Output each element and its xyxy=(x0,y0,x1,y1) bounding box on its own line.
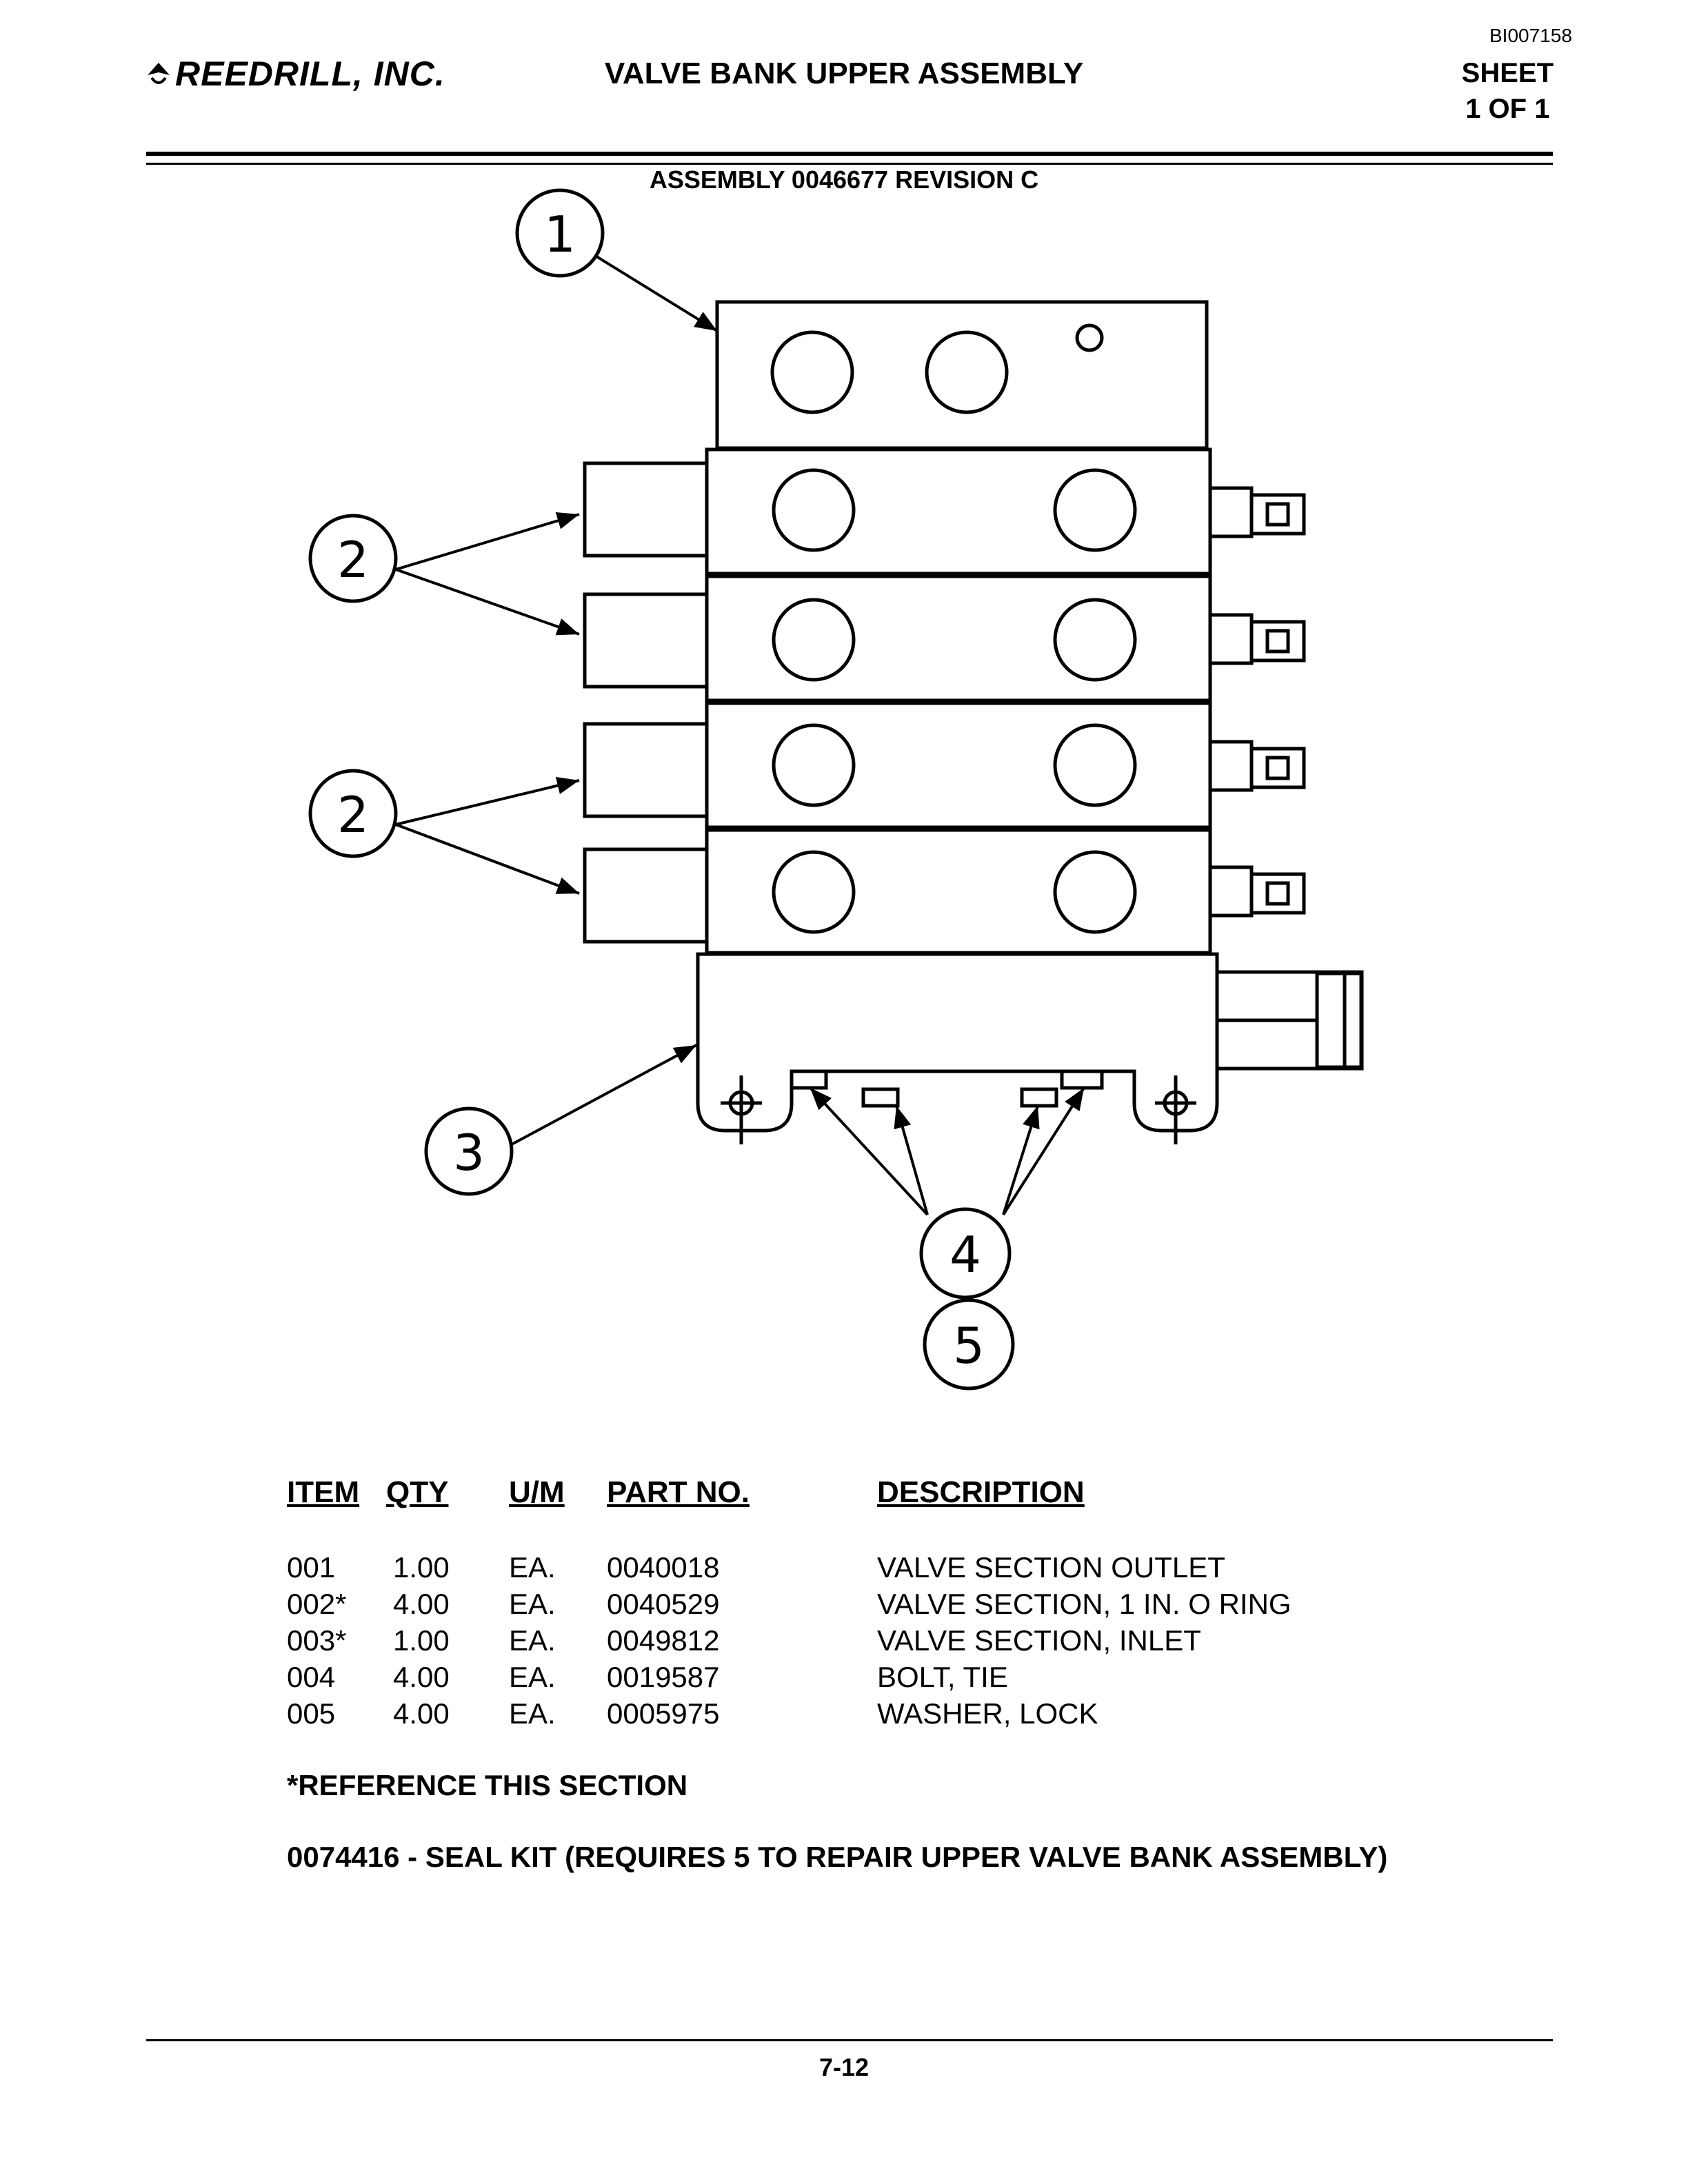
leader-2b-top xyxy=(395,777,580,826)
company-logo: REEDRILL, INC. xyxy=(145,54,445,94)
leader-1 xyxy=(595,255,719,332)
inlet-section xyxy=(696,952,1364,1144)
outlet-section xyxy=(715,300,1209,450)
cell-um: EA. xyxy=(509,1551,556,1584)
col-header-um: U/M xyxy=(509,1475,565,1509)
leader-4-c xyxy=(1002,1105,1040,1215)
callout-circle-2a xyxy=(308,514,398,603)
callout-circle-4 xyxy=(919,1207,1012,1300)
cell-part-no: 0005975 xyxy=(607,1697,720,1730)
cell-qty: 4.00 xyxy=(393,1697,450,1730)
callout-label-2a: 2 xyxy=(337,531,369,589)
header-rule-thick xyxy=(146,152,1553,156)
cell-item: 002* xyxy=(287,1588,347,1620)
callout-label-5: 5 xyxy=(953,1317,985,1375)
callout-circle-1 xyxy=(515,188,605,278)
document-id: BI007158 xyxy=(1489,25,1572,46)
valve-section-2 xyxy=(583,574,1306,702)
callout-label-1: 1 xyxy=(544,205,576,263)
valve-bank-drawing: 1 2 2 3 4 5 xyxy=(308,188,1364,1391)
cell-description: BOLT, TIE xyxy=(877,1661,1008,1693)
cell-part-no: 0040529 xyxy=(607,1588,720,1620)
sheet-info: SHEET 1 OF 1 xyxy=(1462,55,1554,127)
cell-qty: 1.00 xyxy=(393,1624,450,1657)
cell-um: EA. xyxy=(509,1661,556,1693)
callout-circle-5 xyxy=(923,1298,1015,1391)
cell-qty: 4.00 xyxy=(393,1661,450,1693)
sheet-value: 1 OF 1 xyxy=(1465,94,1550,124)
leader-4-b xyxy=(894,1105,929,1215)
col-header-item: ITEM xyxy=(287,1475,360,1509)
company-logo-icon xyxy=(148,63,170,84)
valve-section-4 xyxy=(583,828,1306,955)
callout-circle-2b xyxy=(308,769,398,858)
valve-section-1 xyxy=(583,447,1306,576)
leader-3 xyxy=(511,1044,697,1146)
leader-2b-bottom xyxy=(395,823,580,895)
page-number: 7-12 xyxy=(818,2053,870,2081)
col-header-part-no: PART NO. xyxy=(607,1475,750,1509)
cell-um: EA. xyxy=(509,1697,556,1730)
leader-4-a xyxy=(809,1086,929,1216)
callout-circle-3 xyxy=(424,1106,514,1196)
outlet-port-left xyxy=(770,330,854,414)
assembly-revision: ASSEMBLY 0046677 REVISION C xyxy=(649,165,1039,194)
cell-qty: 1.00 xyxy=(393,1551,450,1584)
reference-note: *REFERENCE THIS SECTION xyxy=(287,1769,688,1801)
cell-description: VALVE SECTION, 1 IN. O RING xyxy=(877,1588,1292,1620)
footer-rule xyxy=(146,2039,1553,2041)
cell-um: EA. xyxy=(509,1588,556,1620)
cell-description: VALVE SECTION, INLET xyxy=(877,1624,1201,1657)
outlet-port-right xyxy=(925,330,1009,414)
outlet-port-small xyxy=(1075,323,1104,352)
cell-part-no: 0040018 xyxy=(607,1551,720,1584)
cell-item: 001 xyxy=(287,1551,336,1584)
cell-item: 004 xyxy=(287,1661,336,1693)
cell-qty: 4.00 xyxy=(393,1588,450,1620)
leader-2a-top xyxy=(395,512,580,571)
sheet-label: SHEET xyxy=(1461,58,1554,88)
callout-label-3: 3 xyxy=(453,1124,485,1182)
company-name: REEDRILL, INC. xyxy=(175,54,445,93)
leader-2a-bottom xyxy=(395,568,580,636)
leader-4-d xyxy=(1002,1086,1085,1216)
cell-description: VALVE SECTION OUTLET xyxy=(877,1551,1225,1584)
cell-item: 003* xyxy=(287,1624,347,1657)
cell-description: WASHER, LOCK xyxy=(877,1697,1098,1730)
callout-label-2b: 2 xyxy=(337,786,369,844)
cell-part-no: 0049812 xyxy=(607,1624,720,1657)
valve-section-3 xyxy=(583,701,1306,829)
callout-label-4: 4 xyxy=(950,1226,981,1284)
col-header-description: DESCRIPTION xyxy=(877,1475,1085,1509)
seal-kit-note: 0074416 - SEAL KIT (REQUIRES 5 TO REPAIR… xyxy=(287,1841,1388,1873)
header-rule-thin xyxy=(146,163,1553,165)
cell-part-no: 0019587 xyxy=(607,1661,720,1693)
page-title: VALVE BANK UPPER ASSEMBLY xyxy=(604,57,1084,90)
col-header-qty: QTY xyxy=(386,1475,449,1509)
cell-item: 005 xyxy=(287,1697,336,1730)
cell-um: EA. xyxy=(509,1624,556,1657)
